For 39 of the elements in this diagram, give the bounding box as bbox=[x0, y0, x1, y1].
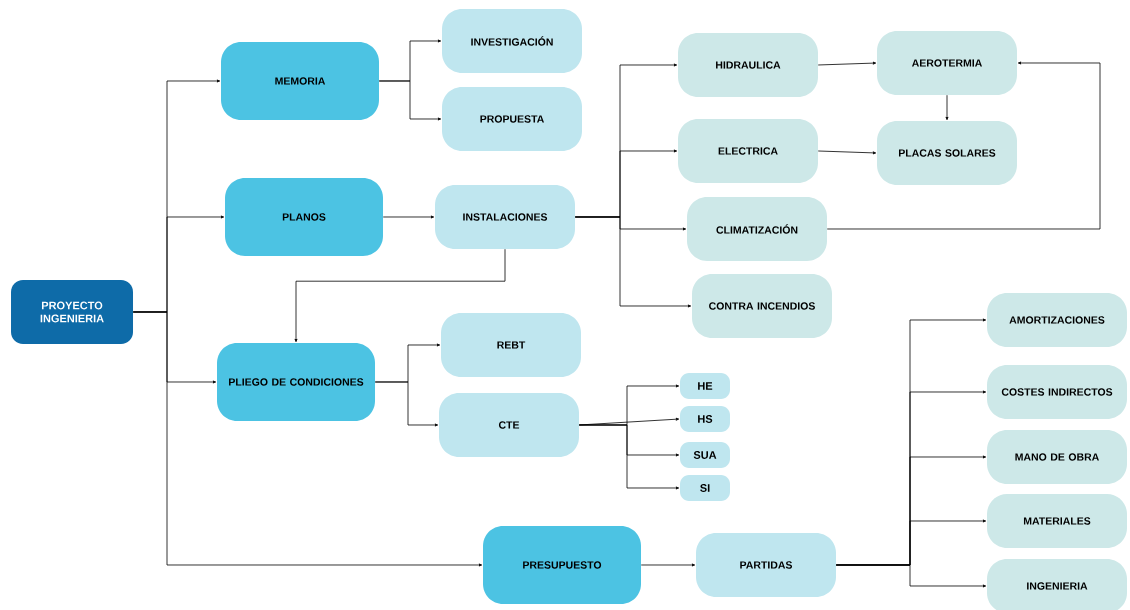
arrow bbox=[378, 80, 442, 121]
topic-box: PLANOS bbox=[225, 178, 383, 256]
topic-box: PARTIDAS bbox=[696, 533, 836, 597]
topic-box: PLACAS SOLARES bbox=[877, 121, 1017, 185]
topic-box: MATERIALES bbox=[987, 494, 1127, 548]
topic-box: INVESTIGACIÓN bbox=[442, 9, 582, 73]
arrow bbox=[294, 248, 506, 343]
arrow bbox=[578, 424, 680, 490]
topic-box: ELECTRICA bbox=[678, 119, 818, 183]
arrow bbox=[382, 215, 435, 219]
topic-box: CONTRA INCENDIOS bbox=[692, 274, 832, 338]
arrow bbox=[374, 381, 439, 427]
arrow bbox=[640, 563, 696, 567]
topic-box: COSTES INDIRECTOS bbox=[987, 365, 1127, 419]
topic-box: CLIMATIZACIÓN bbox=[687, 197, 827, 261]
topic-box: AMORTIZACIONES bbox=[987, 293, 1127, 347]
topic-box: MEMORIA bbox=[221, 42, 379, 120]
topic-box: HS bbox=[680, 406, 730, 432]
arrow bbox=[817, 61, 877, 66]
topic-box: SUA bbox=[680, 442, 730, 468]
topic-box: CTE bbox=[439, 393, 579, 457]
arrow bbox=[132, 311, 483, 567]
arrow bbox=[835, 564, 987, 588]
topic-box: INGENIERIA bbox=[987, 559, 1127, 610]
topic-box: PLIEGO DE CONDICIONES bbox=[217, 343, 375, 421]
root-box: PROYECTO INGENIERIA bbox=[11, 280, 133, 344]
topic-box: SI bbox=[680, 475, 730, 501]
arrow bbox=[826, 61, 1101, 230]
topic-box: PROPUESTA bbox=[442, 87, 582, 151]
topic-box: PRESUPUESTO bbox=[483, 526, 641, 604]
arrow bbox=[574, 216, 692, 308]
topic-box: HIDRAULICA bbox=[678, 33, 818, 97]
topic-box: HE bbox=[680, 373, 730, 399]
topic-box: REBT bbox=[441, 313, 581, 377]
topic-box: INSTALACIONES bbox=[435, 185, 575, 249]
topic-box: MANO DE OBRA bbox=[987, 430, 1127, 484]
arrow bbox=[945, 94, 949, 121]
arrow bbox=[817, 150, 877, 155]
topic-box: AEROTERMIA bbox=[877, 31, 1017, 95]
